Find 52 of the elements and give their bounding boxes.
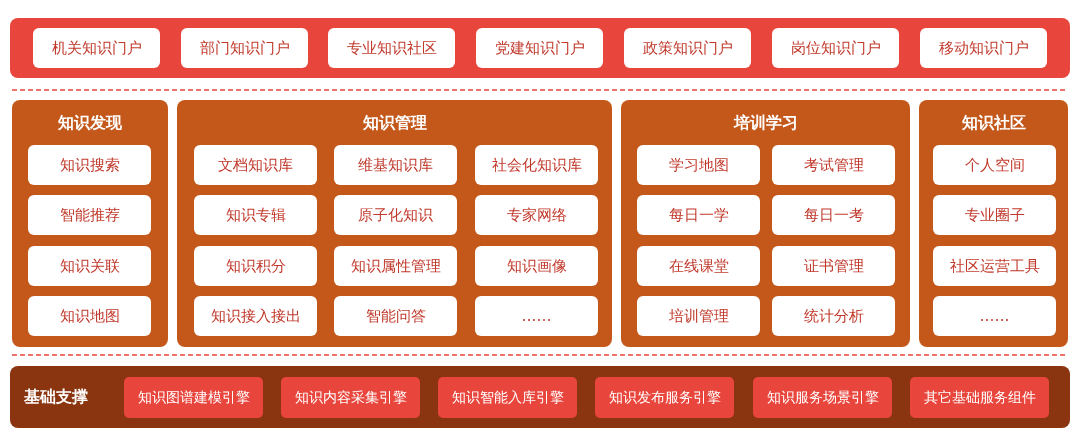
module-box: 考试管理 <box>772 145 895 185</box>
module-box: 知识接入接出 <box>194 296 317 336</box>
module-box: 知识专辑 <box>194 195 317 235</box>
module-box: 政策知识门户 <box>624 28 751 68</box>
module-box: 社区运营工具 <box>933 246 1056 286</box>
module-panel <box>621 100 910 347</box>
module-box: 知识地图 <box>28 296 151 336</box>
panel-heading: 知识管理 <box>361 113 428 134</box>
engine-box: 知识图谱建模引擎 <box>124 377 263 418</box>
engine-box: 知识发布服务引擎 <box>595 377 734 418</box>
module-box: 知识积分 <box>194 246 317 286</box>
module-panel <box>12 100 168 347</box>
module-box: 知识属性管理 <box>334 246 457 286</box>
module-box: 部门知识门户 <box>181 28 308 68</box>
module-box: 智能推荐 <box>28 195 151 235</box>
module-box: 智能问答 <box>334 296 457 336</box>
panel-heading: 知识社区 <box>960 113 1027 134</box>
module-box: 原子化知识 <box>334 195 457 235</box>
module-box: 文档知识库 <box>194 145 317 185</box>
module-box: 专家网络 <box>475 195 598 235</box>
module-panel <box>177 100 612 347</box>
module-box: 岗位知识门户 <box>772 28 899 68</box>
panel-heading: 知识发现 <box>57 113 123 134</box>
module-box: 社会化知识库 <box>475 145 598 185</box>
module-box: 每日一考 <box>772 195 895 235</box>
module-box: 知识画像 <box>475 246 598 286</box>
support-band <box>10 366 1070 428</box>
module-box: 机关知识门户 <box>33 28 160 68</box>
module-box: 知识搜索 <box>28 145 151 185</box>
module-box: 个人空间 <box>933 145 1056 185</box>
module-box: 统计分析 <box>772 296 895 336</box>
module-box: 维基知识库 <box>334 145 457 185</box>
engine-box: 知识服务场景引擎 <box>753 377 892 418</box>
module-box: 知识关联 <box>28 246 151 286</box>
module-box: …… <box>933 296 1056 336</box>
module-box: 证书管理 <box>772 246 895 286</box>
module-box: 移动知识门户 <box>920 28 1047 68</box>
panel-heading: 培训学习 <box>732 113 799 134</box>
module-box: 学习地图 <box>637 145 760 185</box>
panel-heading: 基础支撑 <box>24 387 88 408</box>
module-box: …… <box>475 296 598 336</box>
module-box: 专业知识社区 <box>328 28 455 68</box>
portal-band <box>10 18 1070 78</box>
module-box: 党建知识门户 <box>476 28 603 68</box>
engine-box: 其它基础服务组件 <box>910 377 1049 418</box>
engine-box: 知识内容采集引擎 <box>281 377 420 418</box>
module-box: 培训管理 <box>637 296 760 336</box>
module-box: 专业圈子 <box>933 195 1056 235</box>
module-box: 每日一学 <box>637 195 760 235</box>
engine-box: 知识智能入库引擎 <box>438 377 577 418</box>
module-panel <box>919 100 1068 347</box>
module-box: 在线课堂 <box>637 246 760 286</box>
